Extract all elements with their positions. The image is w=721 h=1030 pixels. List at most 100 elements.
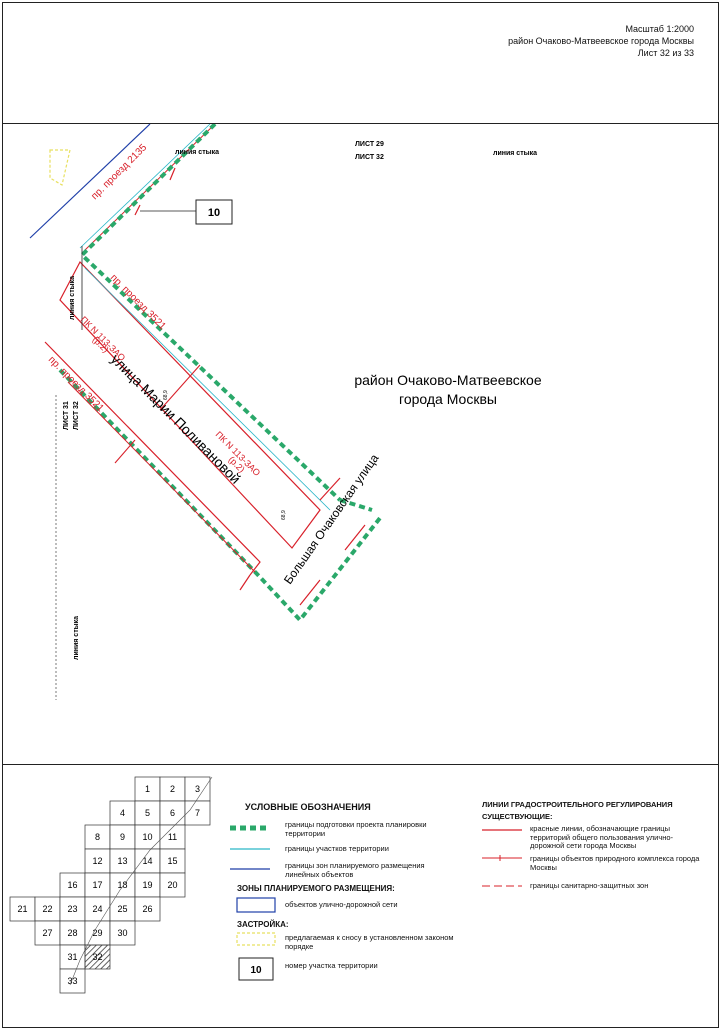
junction-line-label-lower: линия стыка: [73, 616, 80, 660]
index-cell-30: [109, 920, 136, 946]
index-cell-3: [184, 776, 211, 802]
index-cell-25: [109, 896, 136, 922]
index-cell-8: [84, 824, 111, 850]
index-cell-23: [59, 896, 86, 922]
index-cell-label: 28: [67, 928, 77, 938]
index-cell-label: 24: [92, 904, 102, 914]
index-cell-label: 30: [117, 928, 127, 938]
sheet-32-label-left: ЛИСТ 32: [73, 401, 80, 430]
index-cell-label: 1: [145, 784, 150, 794]
sheet-31-label: ЛИСТ 31: [63, 401, 70, 430]
legend-title: УСЛОВНЫЕ ОБОЗНАЧЕНИЯ: [245, 802, 371, 812]
legend-plot-number-label: номер участка территории: [285, 961, 378, 970]
plot-boundary-line: [79, 124, 211, 249]
plot-number-box: [195, 199, 233, 225]
legend-regulation-title: ЛИНИИ ГРАДОСТРОИТЕЛЬНОГО РЕГУЛИРОВАНИЯ: [482, 800, 673, 809]
legend-buildings-title: ЗАСТРОЙКА:: [237, 920, 289, 929]
index-cell-2: [159, 776, 186, 802]
scale-label: Масштаб 1:2000: [625, 24, 694, 34]
index-cell-4: [109, 800, 136, 826]
plot-number: 10: [208, 207, 220, 219]
index-cell-label: 22: [42, 904, 52, 914]
project-boundary-south: [58, 368, 382, 624]
index-cell-label: 18: [117, 880, 127, 890]
index-cell-label: 7: [195, 808, 200, 818]
dimension-label-2: 68,9: [163, 390, 169, 400]
district-area-label: район Очаково-Матвеевское: [354, 372, 541, 388]
index-cell-label: 11: [168, 832, 177, 842]
index-cell-label: 10: [142, 832, 152, 842]
legend-symbol-uds-zone: [236, 897, 276, 913]
sheet-number-label: Лист 32 из 33: [637, 48, 694, 58]
index-cell-label: 3: [195, 784, 200, 794]
legend-building-demolition: предлагаемая к сносу в установленном зак…: [285, 933, 454, 951]
junction-line-label-left: линия стыка: [69, 276, 76, 320]
index-cell-label: 5: [145, 808, 150, 818]
index-cell-label: 20: [167, 880, 177, 890]
index-cell-11: [159, 824, 186, 850]
index-cell-label: 19: [142, 880, 152, 890]
index-cell-label: 14: [142, 856, 152, 866]
index-cell-label: 32: [92, 952, 102, 962]
index-cell-label: 13: [117, 856, 127, 866]
index-cell-6: [159, 800, 186, 826]
index-cell-label: 27: [42, 928, 52, 938]
index-cell-label: 25: [117, 904, 127, 914]
index-cell-31: [59, 944, 86, 970]
index-cell-7: [184, 800, 211, 826]
proezd-3521-parcel: [59, 260, 321, 549]
index-cell-label: 8: [95, 832, 100, 842]
index-cell-20: [159, 872, 186, 898]
index-cell-label: 17: [92, 880, 102, 890]
legend-item-zone-boundary: границы зон планируемого размещения лине…: [285, 861, 425, 879]
legend-existing-title: СУЩЕСТВУЮЩИЕ:: [482, 812, 553, 821]
legend-symbol-demolition: [236, 932, 276, 946]
index-cell-label: 31: [67, 952, 77, 962]
index-cell-label: 33: [67, 976, 77, 986]
street-label-ochakovskaya: Большая Очаковская улица: [281, 451, 382, 586]
demolition-area: [49, 149, 71, 186]
legend-nature-complex: границы объектов природного комплекса го…: [530, 854, 700, 872]
legend-symbol-plot-number: [238, 957, 274, 981]
uds-zone-line: [29, 124, 151, 239]
district-area-label-2: города Москвы: [399, 391, 497, 407]
index-cell-label: 26: [142, 904, 152, 914]
header-divider: [2, 123, 719, 124]
index-cell-22: [34, 896, 61, 922]
index-cell-label: 21: [17, 904, 27, 914]
index-cell-label: 9: [120, 832, 125, 842]
legend-item-plot-boundary: границы участков территории: [285, 844, 389, 853]
legend-item-project-boundary: границы подготовки проекта планировки те…: [285, 820, 427, 838]
index-cell-label: 23: [67, 904, 77, 914]
proezd-3521-label: пр. проезд 3521: [108, 272, 168, 332]
index-cell-33: [59, 968, 86, 994]
index-cell-label: 29: [92, 928, 102, 938]
junction-line-label-right: линия стыка: [493, 150, 537, 157]
sheet-29-label: ЛИСТ 29: [355, 141, 384, 148]
index-cell-label: 2: [170, 784, 175, 794]
district-label: район Очаково-Матвеевское города Москвы: [508, 36, 694, 46]
index-cell-32: [84, 944, 111, 970]
index-cell-label: 12: [92, 856, 102, 866]
proezd-2135-label: пр. проезд 2135: [89, 142, 149, 202]
legend-zone-uds: объектов улично-дорожной сети: [285, 900, 398, 909]
index-route-line: [69, 776, 213, 986]
legend-divider: [2, 764, 719, 765]
junction-line-label: линия стыка: [175, 149, 219, 156]
project-boundary: [79, 124, 342, 502]
legend-plot-number-value: 10: [250, 965, 262, 976]
dimension-label: 68,9: [281, 510, 287, 520]
index-cell-24: [84, 896, 111, 922]
index-cell-5: [134, 800, 161, 826]
index-cell-10: [134, 824, 161, 850]
index-cell-label: 16: [67, 880, 77, 890]
index-cell-label: 4: [120, 808, 125, 818]
sheet-32-label: ЛИСТ 32: [355, 154, 384, 161]
index-cell-26: [134, 896, 161, 922]
legend-zones-title: ЗОНЫ ПЛАНИРУЕМОГО РАЗМЕЩЕНИЯ:: [237, 884, 395, 893]
legend-red-lines: красные линии, обозначающие границы терр…: [530, 824, 674, 850]
index-cell-label: 6: [170, 808, 175, 818]
